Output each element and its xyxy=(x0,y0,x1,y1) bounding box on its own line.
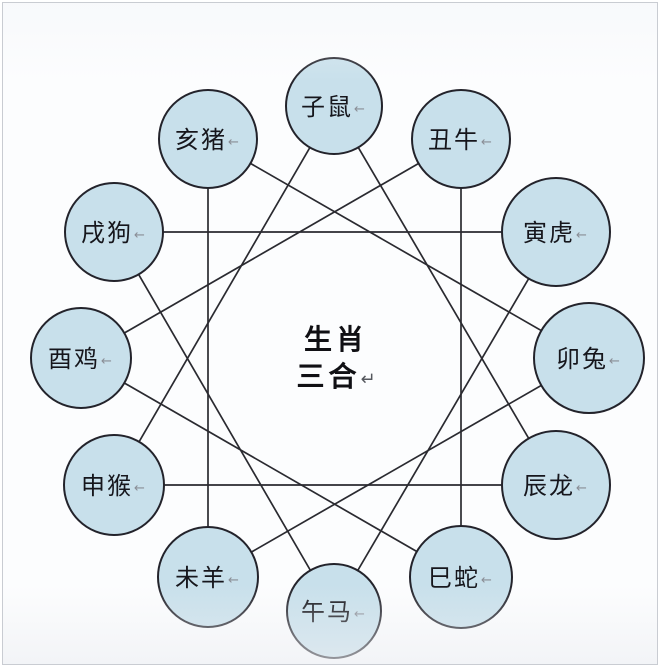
zodiac-circle-pig xyxy=(158,89,258,189)
linebreak-arrow-icon: ← xyxy=(101,354,112,369)
linebreak-arrow-icon: ← xyxy=(481,135,492,150)
linebreak-arrow-icon: ← xyxy=(354,102,365,117)
zodiac-node-snake: 巳蛇← xyxy=(409,525,513,629)
zodiac-circle-dragon xyxy=(501,430,611,540)
zodiac-circle-horse xyxy=(286,563,382,659)
triangle-edge-snake-rooster xyxy=(80,357,462,578)
center-title: 生肖 三合↵ xyxy=(256,321,416,398)
zodiac-circle-tiger xyxy=(501,177,611,287)
zodiac-circle-rooster xyxy=(30,307,132,409)
triangle-edge-tiger-horse xyxy=(333,231,557,612)
zodiac-node-rooster: 酉鸡← xyxy=(30,307,132,409)
triangle-edge-monkey-rat xyxy=(113,105,335,486)
return-arrow-icon: ↵ xyxy=(360,369,376,389)
zodiac-node-dragon: 辰龙← xyxy=(501,430,611,540)
zodiac-circle-ox xyxy=(411,89,511,189)
center-title-line1: 生肖 xyxy=(303,324,368,355)
triangle-edge-horse-dog xyxy=(113,231,335,612)
zodiac-label-rat: 子鼠← xyxy=(301,94,365,121)
zodiac-node-rabbit: 卯兔← xyxy=(533,302,645,414)
linebreak-arrow-icon: ← xyxy=(228,573,239,588)
linebreak-arrow-icon: ← xyxy=(134,481,145,496)
zodiac-circle-rabbit xyxy=(533,302,645,414)
linebreak-arrow-icon: ← xyxy=(481,573,492,588)
zodiac-circle-rat xyxy=(285,57,383,155)
triangle-edge-rooster-ox xyxy=(80,138,462,359)
zodiac-sanhe-diagram: 子鼠← 丑牛←寅虎← 卯兔← 辰龙← 巳蛇← 午马← 未羊←申猴← 酉鸡← 戌狗←亥猪← xyxy=(30,57,645,659)
zodiac-node-ox: 丑牛← xyxy=(411,89,511,189)
triangle-edge-pig-rabbit xyxy=(207,138,590,359)
zodiac-node-goat: 未羊← xyxy=(157,526,259,628)
linebreak-arrow-icon: ← xyxy=(609,354,620,369)
zodiac-label-snake: 巳蛇← xyxy=(428,565,492,592)
zodiac-circle-goat xyxy=(157,526,259,628)
zodiac-node-rat: 子鼠← xyxy=(285,57,383,155)
zodiac-circle-dog xyxy=(64,182,164,282)
triangle-edge-rabbit-goat xyxy=(207,357,590,578)
zodiac-label-horse: 午马← xyxy=(301,599,365,626)
zodiac-node-horse: 午马← xyxy=(286,563,382,659)
center-title-line2: 三合↵ xyxy=(296,361,376,392)
zodiac-node-tiger: 寅虎← xyxy=(501,177,611,287)
linebreak-arrow-icon: ← xyxy=(134,228,145,243)
linebreak-arrow-icon: ← xyxy=(576,228,587,243)
zodiac-node-monkey: 申猴← xyxy=(63,434,165,536)
linebreak-arrow-icon: ← xyxy=(576,481,587,496)
zodiac-node-dog: 戌狗← xyxy=(64,182,164,282)
linebreak-arrow-icon: ← xyxy=(354,607,365,622)
zodiac-circle-monkey xyxy=(63,434,165,536)
linebreak-arrow-icon: ← xyxy=(228,135,239,150)
triangle-edge-rat-dragon xyxy=(333,105,557,486)
zodiac-label-rooster: 酉鸡← xyxy=(48,346,112,373)
zodiac-circle-snake xyxy=(409,525,513,629)
zodiac-node-pig: 亥猪← xyxy=(158,89,258,189)
